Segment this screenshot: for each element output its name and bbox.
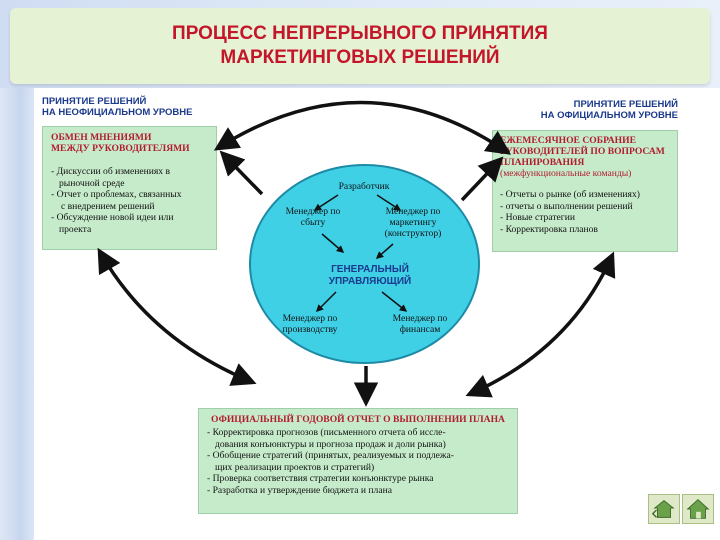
production-manager-line-2: производству <box>282 324 338 335</box>
list-item: с внедрением решений <box>61 200 155 212</box>
official-panel-heading-line-1: ЕЖЕМЕСЯЧНОЕ СОБРАНИЕ <box>500 135 636 146</box>
left-decor-stripe <box>0 0 34 540</box>
list-item: - Отчет о проблемах, связанных <box>51 189 182 200</box>
left-arc-arrow <box>97 247 257 386</box>
official-panel-heading-line-3: ПЛАНИРОВАНИЯ <box>500 157 585 168</box>
production-manager-line-1: Менеджер по <box>282 313 338 324</box>
informal-heading: ПРИНЯТИЕ РЕШЕНИЙ НА НЕОФИЦИАЛЬНОМ УРОВНЕ <box>42 96 193 118</box>
title-line-1: ПРОЦЕСС НЕПРЕРЫВНОГО ПРИНЯТИЯ <box>172 23 548 44</box>
informal-panel-heading-line-2: МЕЖДУ РУКОВОДИТЕЛЯМИ <box>51 143 190 154</box>
general-to-finance-arrow <box>381 291 408 312</box>
marketing-manager-line-2: маркетингу <box>389 217 437 228</box>
marketing-manager-line-3: (конструктор) <box>384 228 442 239</box>
informal-panel-heading-line-1: ОБМЕН МНЕНИЯМИ <box>51 132 152 143</box>
general-manager-line-1: ГЕНЕРАЛЬНЫЙ <box>331 264 409 275</box>
informal-list: - Дискуссии об изменениях в рыночной сре… <box>51 166 208 235</box>
sales-manager-line-1: Менеджер по <box>285 206 341 217</box>
annual-panel-heading: ОФИЦИАЛЬНЫЙ ГОДОВОЙ ОТЧЕТ О ВЫПОЛНЕНИИ П… <box>211 414 505 425</box>
back-home-button[interactable] <box>648 494 680 524</box>
developer-label: Разработчик <box>338 181 390 192</box>
list-item: рыночной среде <box>59 177 125 189</box>
sales-to-general-arrow <box>321 233 345 253</box>
official-heading-line-1: ПРИНЯТИЕ РЕШЕНИЙ <box>573 99 678 110</box>
marketing-to-general-arrow <box>375 243 394 259</box>
informal-heading-line-1: ПРИНЯТИЕ РЕШЕНИЙ <box>42 96 147 107</box>
developer-to-sales-arrow <box>313 194 339 211</box>
list-item: - Новые стратегии <box>500 212 575 223</box>
general-manager-label: ГЕНЕРАЛЬНЫЙ УПРАВЛЯЮЩИЙ <box>300 264 440 288</box>
title-banner <box>10 8 710 84</box>
list-item: - Отчеты о рынке (об изменениях) <box>500 189 640 200</box>
marketing-manager-line-1: Менеджер по <box>385 206 441 217</box>
official-panel-heading: ЕЖЕМЕСЯЧНОЕ СОБРАНИЕ РУКОВОДИТЕЛЕЙ ПО ВО… <box>500 135 670 168</box>
list-item: - Корректировка планов <box>500 223 598 235</box>
general-manager-line-2: УПРАВЛЯЮЩИЙ <box>328 276 412 287</box>
sales-manager-label: Менеджер по сбыту <box>272 206 354 228</box>
title-line-2: МАРКЕТИНГОВЫХ РЕШЕНИЙ <box>220 47 500 68</box>
page-title: ПРОЦЕСС НЕПРЕРЫВНОГО ПРИНЯТИЯ МАРКЕТИНГО… <box>10 22 710 70</box>
back-home-icon <box>651 500 675 518</box>
general-to-production-arrow <box>315 291 337 313</box>
list-item: щих реализации проектов и стратегий) <box>215 461 375 473</box>
official-panel: ЕЖЕМЕСЯЧНОЕ СОБРАНИЕ РУКОВОДИТЕЛЕЙ ПО ВО… <box>492 130 678 252</box>
list-item: - Корректировка прогнозов (письменного о… <box>207 427 446 438</box>
list-item: - отчеты о выполнении решений <box>500 200 633 212</box>
official-panel-heading-line-2: РУКОВОДИТЕЛЕЙ ПО ВОПРОСАМ <box>500 146 665 157</box>
annual-list: - Корректировка прогнозов (письменного о… <box>207 427 509 496</box>
list-item: - Обсуждение новой идеи или <box>51 212 174 223</box>
official-panel-subtitle: (межфункциональные команды) <box>500 168 632 179</box>
finance-manager-line-2: финансам <box>399 324 441 335</box>
list-item: проекта <box>59 223 92 235</box>
arrow-to-right-panel <box>460 156 504 202</box>
informal-panel-heading: ОБМЕН МНЕНИЯМИ МЕЖДУ РУКОВОДИТЕЛЯМИ <box>51 132 208 154</box>
finance-manager-label: Менеджер по финансам <box>380 313 460 335</box>
list-item: - Дискуссии об изменениях в <box>51 166 171 177</box>
right-arc-arrow <box>465 251 616 398</box>
arrow-to-left-panel <box>219 150 264 196</box>
home-icon <box>686 499 710 519</box>
sales-manager-line-2: сбыту <box>300 217 326 228</box>
official-heading-line-2: НА ОФИЦИАЛЬНОМ УРОВНЕ <box>540 110 678 121</box>
list-item: дования конъюнктуры и прогноза продаж и … <box>215 438 446 450</box>
list-item: - Разработка и утверждение бюджета и пла… <box>207 484 392 496</box>
official-heading: ПРИНЯТИЕ РЕШЕНИЙ НА ОФИЦИАЛЬНОМ УРОВНЕ <box>502 99 678 121</box>
informal-heading-line-2: НА НЕОФИЦИАЛЬНОМ УРОВНЕ <box>42 107 193 118</box>
annual-report-panel: ОФИЦИАЛЬНЫЙ ГОДОВОЙ ОТЧЕТ О ВЫПОЛНЕНИИ П… <box>198 408 518 514</box>
finance-manager-line-1: Менеджер по <box>392 313 448 324</box>
list-item: - Проверка соответствия стратегии конъюн… <box>207 473 434 484</box>
official-list: - Отчеты о рынке (об изменениях) - отчет… <box>500 189 670 235</box>
production-manager-label: Менеджер по производству <box>268 313 352 335</box>
home-button[interactable] <box>682 494 714 524</box>
list-item: - Обобщение стратегий (принятых, реализу… <box>207 450 454 461</box>
top-arc-arrow <box>213 100 512 155</box>
developer-to-marketing-arrow <box>376 194 402 211</box>
marketing-manager-label: Менеджер по маркетингу (конструктор) <box>368 206 458 239</box>
